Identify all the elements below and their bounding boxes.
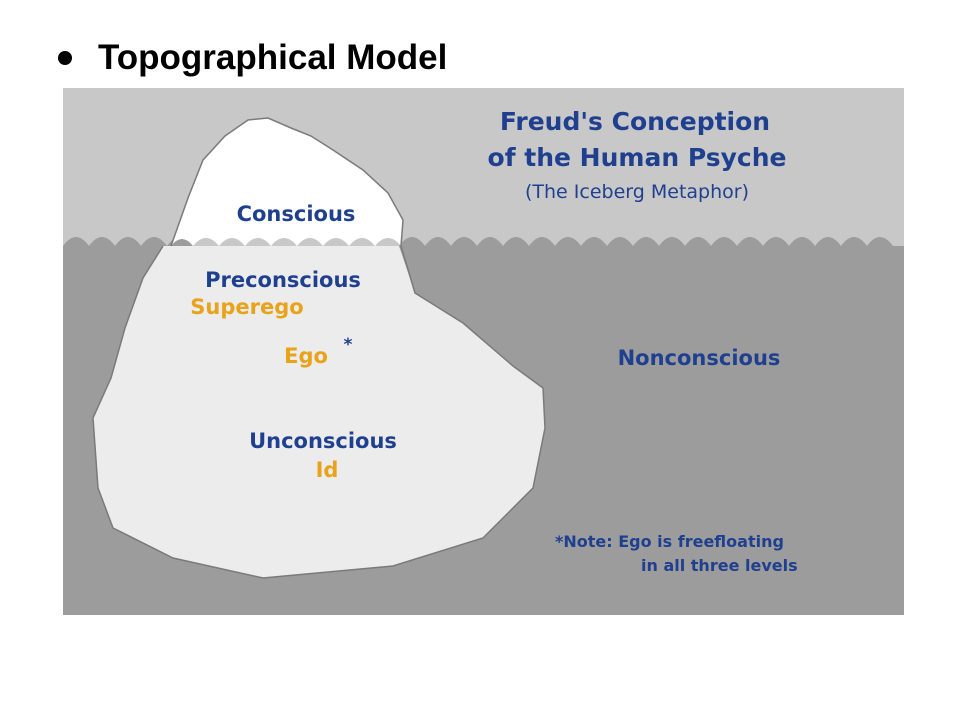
iceberg-tip xyxy=(171,118,403,246)
iceberg-svg: Freud's Conception of the Human Psyche (… xyxy=(63,88,904,615)
label-conscious: Conscious xyxy=(237,202,356,226)
bullet-line: Topographical Model xyxy=(58,30,447,86)
iceberg-underwater xyxy=(93,246,545,578)
iceberg-diagram: Freud's Conception of the Human Psyche (… xyxy=(63,88,904,615)
iceberg-outline xyxy=(92,117,546,579)
label-id: Id xyxy=(316,458,339,482)
label-ego: Ego xyxy=(284,344,328,368)
note-line1: *Note: Ego is freefloating xyxy=(555,532,784,551)
slide-title: Topographical Model xyxy=(98,38,448,77)
note-line2: in all three levels xyxy=(641,556,798,575)
label-nonconscious: Nonconscious xyxy=(618,346,781,370)
diagram-subtitle: (The Iceberg Metaphor) xyxy=(525,181,749,203)
bullet-point xyxy=(58,51,72,65)
diagram-title-line1: Freud's Conception xyxy=(500,107,770,136)
label-preconscious: Preconscious xyxy=(205,268,361,292)
label-unconscious: Unconscious xyxy=(249,429,397,453)
label-superego: Superego xyxy=(190,295,303,319)
diagram-title-line2: of the Human Psyche xyxy=(488,143,787,172)
label-ego-asterisk: * xyxy=(344,335,353,355)
